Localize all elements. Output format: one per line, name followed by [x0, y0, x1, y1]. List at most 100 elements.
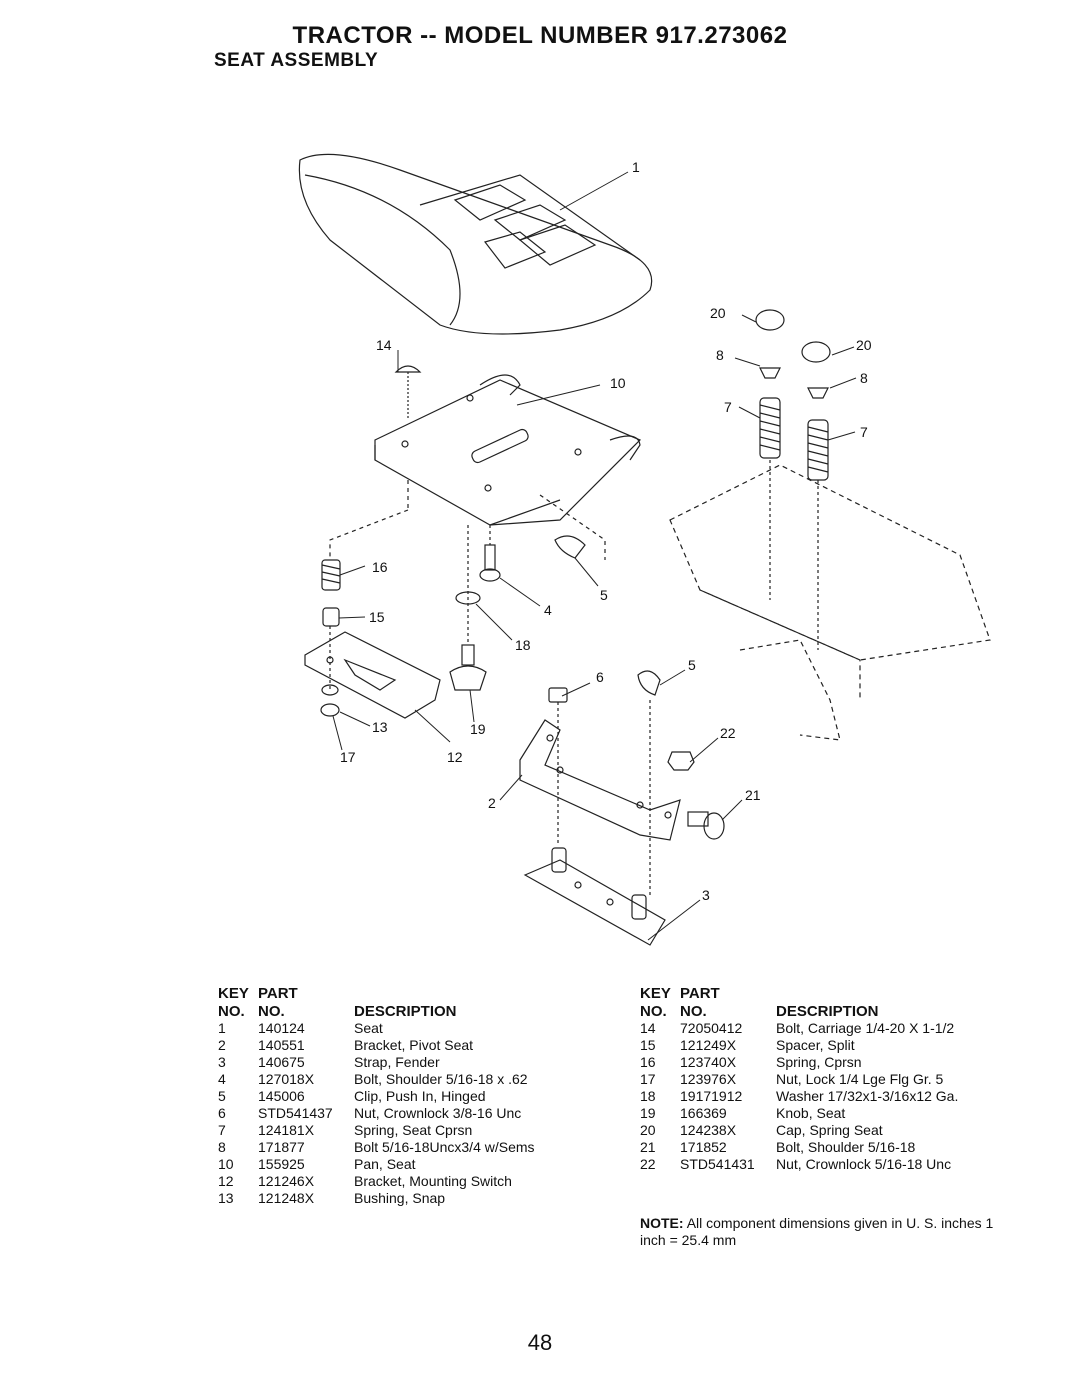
- seat-knob-part: [449, 644, 487, 691]
- page-number: 48: [527, 1330, 553, 1355]
- key-cell: 20: [640, 1122, 656, 1138]
- part-number-cell: 127018X: [258, 1071, 315, 1087]
- dimension-note: NOTE: All component dimensions given in …: [640, 1215, 1020, 1249]
- pivot-bolt-part: [687, 811, 725, 840]
- pivot-bracket-part: [519, 719, 681, 841]
- callout-label: 12: [447, 749, 463, 765]
- callout-label: 5: [600, 587, 608, 603]
- description-cell: Bolt, Shoulder 5/16-18 x .62: [354, 1071, 528, 1087]
- fender-strap-part: [523, 847, 666, 946]
- table-row: 12 121246X Bracket, Mounting Switch: [218, 1173, 574, 1190]
- push-clip-part: [554, 535, 586, 559]
- seat-pan-part: [374, 374, 642, 526]
- key-cell: 17: [640, 1071, 656, 1087]
- callout-label: 1: [632, 159, 640, 175]
- description-cell: Nut, Lock 1/4 Lge Flg Gr. 5: [776, 1071, 944, 1087]
- description-cell: Nut, Crownlock 5/16-18 Unc: [776, 1156, 952, 1172]
- table-row: 22 STD541431 Nut, Crownlock 5/16-18 Unc: [640, 1156, 996, 1173]
- description-cell: Knob, Seat: [776, 1105, 846, 1121]
- part-number-cell: 155925: [258, 1156, 305, 1172]
- callout-label: 2: [488, 795, 496, 811]
- table-row: 8 171877 Bolt 5/16-18Uncx3/4 w/Sems: [218, 1139, 574, 1156]
- description-cell: Bracket, Mounting Switch: [354, 1173, 512, 1189]
- description-cell: Bolt, Shoulder 5/16-18: [776, 1139, 916, 1155]
- table-row: 2 140551 Bracket, Pivot Seat: [218, 1037, 574, 1054]
- part-number-cell: 140675: [258, 1054, 305, 1070]
- callout-label: 15: [369, 609, 385, 625]
- key-cell: 22: [640, 1156, 656, 1172]
- description-cell: Washer 17/32x1-3/16x12 Ga.: [776, 1088, 959, 1104]
- description-cell: Seat: [354, 1020, 383, 1036]
- carriage-bolt-part: [394, 365, 422, 420]
- part-number-cell: 171852: [680, 1139, 727, 1155]
- table-row: 10 155925 Pan, Seat: [218, 1156, 574, 1173]
- table-row: 20 124238X Cap, Spring Seat: [640, 1122, 996, 1139]
- key-cell: 16: [640, 1054, 656, 1070]
- section-title: SEAT ASSEMBLY: [214, 50, 379, 71]
- seat-assembly-diagram: 1 20 20 8 8 14 10 7 7 16 15 4 5 18 6 5 1…: [298, 153, 991, 946]
- description-header: DESCRIPTION: [776, 1003, 879, 1020]
- description-cell: Spring, Seat Cprsn: [354, 1122, 473, 1138]
- part-header: PART: [680, 985, 720, 1002]
- part-number-cell: 19171912: [680, 1088, 743, 1104]
- split-spacer-part: [322, 607, 340, 627]
- callout-label: 20: [856, 337, 872, 353]
- callout-label: 17: [340, 749, 356, 765]
- key-cell: 10: [218, 1156, 234, 1172]
- key-cell: 15: [640, 1037, 656, 1053]
- key-cell: 6: [218, 1105, 226, 1121]
- callout-label: 19: [470, 721, 486, 737]
- table-row: 4 127018X Bolt, Shoulder 5/16-18 x .62: [218, 1071, 574, 1088]
- callout-label: 5: [688, 657, 696, 673]
- spring-cap-part: [801, 341, 831, 363]
- note-label: NOTE:: [640, 1215, 684, 1231]
- key-cell: 13: [218, 1190, 234, 1206]
- callout-label: 18: [515, 637, 531, 653]
- description-cell: Bolt 5/16-18Uncx3/4 w/Sems: [354, 1139, 535, 1155]
- callout-label: 20: [710, 305, 726, 321]
- callout-label: 6: [596, 669, 604, 685]
- description-cell: Spacer, Split: [776, 1037, 855, 1053]
- callout-label: 16: [372, 559, 388, 575]
- key-cell: 1: [218, 1020, 226, 1036]
- part-number-cell: 171877: [258, 1139, 305, 1155]
- key-header: KEY: [218, 985, 249, 1002]
- description-cell: Bracket, Pivot Seat: [354, 1037, 474, 1053]
- compression-spring-part: [321, 559, 341, 591]
- shoulder-bolt-part: [479, 544, 501, 582]
- description-cell: Strap, Fender: [354, 1054, 440, 1070]
- key-cell: 5: [218, 1088, 226, 1104]
- part-number-cell: 124238X: [680, 1122, 737, 1138]
- part-number-cell: 121249X: [680, 1037, 737, 1053]
- table-row: 17 123976X Nut, Lock 1/4 Lge Flg Gr. 5: [640, 1071, 996, 1088]
- part-header: PART: [258, 985, 298, 1002]
- key-cell: 2: [218, 1037, 226, 1053]
- part-number-cell: 123976X: [680, 1071, 737, 1087]
- part-number-cell: 121246X: [258, 1173, 315, 1189]
- callout-label: 8: [716, 347, 724, 363]
- callout-label: 8: [860, 370, 868, 386]
- key-cell: 8: [218, 1139, 226, 1155]
- description-cell: Pan, Seat: [354, 1156, 416, 1172]
- key-header: KEY: [640, 985, 671, 1002]
- part-number-cell: STD541431: [680, 1156, 755, 1172]
- part-number-cell: 140551: [258, 1037, 305, 1053]
- callout-label: 22: [720, 725, 736, 741]
- description-cell: Nut, Crownlock 3/8-16 Unc: [354, 1105, 522, 1121]
- key-cell: 4: [218, 1071, 226, 1087]
- key-cell: 12: [218, 1173, 234, 1189]
- callout-label: 3: [702, 887, 710, 903]
- part-no-header: NO.: [258, 1003, 285, 1020]
- part-number-cell: 145006: [258, 1088, 305, 1104]
- part-number-cell: 121248X: [258, 1190, 315, 1206]
- part-no-header: NO.: [680, 1003, 707, 1020]
- description-cell: Cap, Spring Seat: [776, 1122, 883, 1138]
